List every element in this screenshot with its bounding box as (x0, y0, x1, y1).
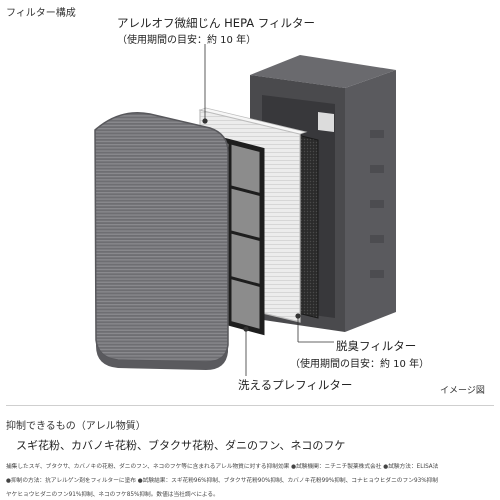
front-panel (94, 112, 229, 370)
hepa-filter-label: アレルオフ微細じん HEPA フィルター (117, 16, 316, 30)
prefilter-label: 洗えるプレフィルター (238, 378, 353, 392)
hepa-filter-life: （使用期間の目安：約 10 年） (117, 35, 257, 46)
fine-print-line: 捕集したスギ、ブタクサ、カバノキの花粉、ダニのフン、ネコのフケ等に含まれるアレル… (6, 464, 439, 470)
suppression-title: 抑制できるもの（アレル物質） (6, 421, 146, 432)
fine-print-line: ●抑制の方法：抗アレルゲン剤をフィルターに塗布 ●試験結果：スギ花粉96%抑制、… (6, 478, 438, 484)
filter-illustration (94, 44, 396, 376)
fine-print-line: ヤケヒョウヒダニのフン91%抑制、ネコのフケ85%抑制。数値は当社調べによる。 (6, 492, 219, 498)
deodorizing-filter-label: 脱臭フィルター (336, 339, 417, 353)
image-note: イメージ図 (440, 386, 485, 396)
section-title: フィルター構成 (6, 8, 76, 19)
deodorizing-filter-life: （使用期間の目安：約 10 年） (290, 359, 430, 370)
divider (6, 405, 494, 406)
leader-lines (202, 44, 334, 376)
suppression-list: スギ花粉、カバノキ花粉、ブタクサ花粉、ダニのフン、ネコのフケ (16, 439, 346, 452)
